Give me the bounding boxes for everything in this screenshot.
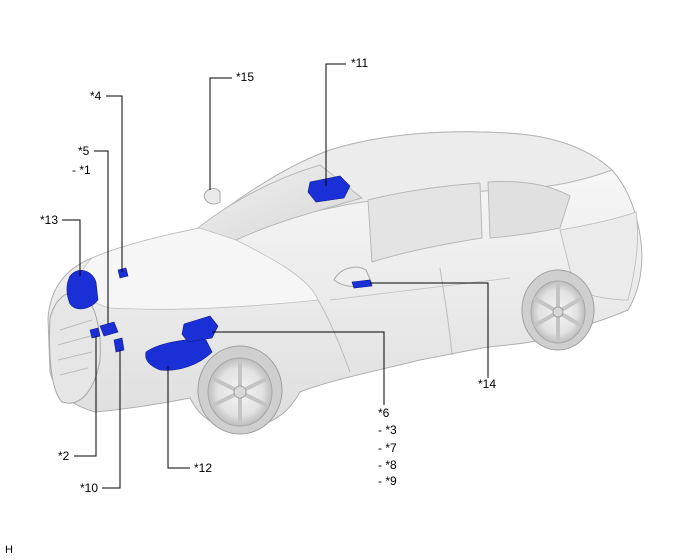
callout-13: *13 <box>40 213 59 227</box>
callout-4: *4 <box>90 89 102 103</box>
front-wheel <box>197 345 283 435</box>
component-mirror-lamp <box>351 279 373 289</box>
callout-15: *15 <box>236 70 255 84</box>
component-ecu <box>181 315 219 343</box>
leader-2 <box>74 336 97 457</box>
callout-12: *12 <box>194 461 213 475</box>
leader-lines <box>62 63 489 489</box>
callout-11: *11 <box>351 56 369 70</box>
component-small-sensor <box>117 267 129 279</box>
figure-corner-mark: H <box>5 544 13 556</box>
leader-13 <box>62 219 81 276</box>
callout-8: - *8 <box>378 458 397 472</box>
inner-mirror <box>203 188 221 205</box>
callout-6: *6 <box>378 406 390 420</box>
leader-11 <box>325 63 346 186</box>
component-bracket-c <box>113 337 125 353</box>
callout-9: - *9 <box>378 474 397 488</box>
leader-10 <box>102 350 121 489</box>
leader-12 <box>167 366 190 469</box>
component-bracket-b <box>89 327 101 339</box>
callout-7: - *7 <box>378 441 397 455</box>
leader-15 <box>209 77 232 190</box>
callout-10: *10 <box>80 481 99 495</box>
component-roof-module <box>307 175 351 203</box>
callout-2: *2 <box>58 449 70 463</box>
rear-wheel <box>521 269 595 351</box>
component-bracket-a <box>99 321 119 337</box>
leader-5 <box>94 150 109 324</box>
leader-14 <box>370 282 489 378</box>
callout-5: *5 <box>78 144 90 158</box>
callout-3: - *3 <box>378 423 397 437</box>
callout-1: - *1 <box>72 163 91 177</box>
highlighted-components <box>66 175 373 371</box>
component-left-headlamp <box>66 270 99 310</box>
component-right-headlamp <box>145 339 213 371</box>
leader-6 <box>212 331 385 405</box>
callout-14: *14 <box>478 377 497 391</box>
leader-4 <box>106 95 123 272</box>
